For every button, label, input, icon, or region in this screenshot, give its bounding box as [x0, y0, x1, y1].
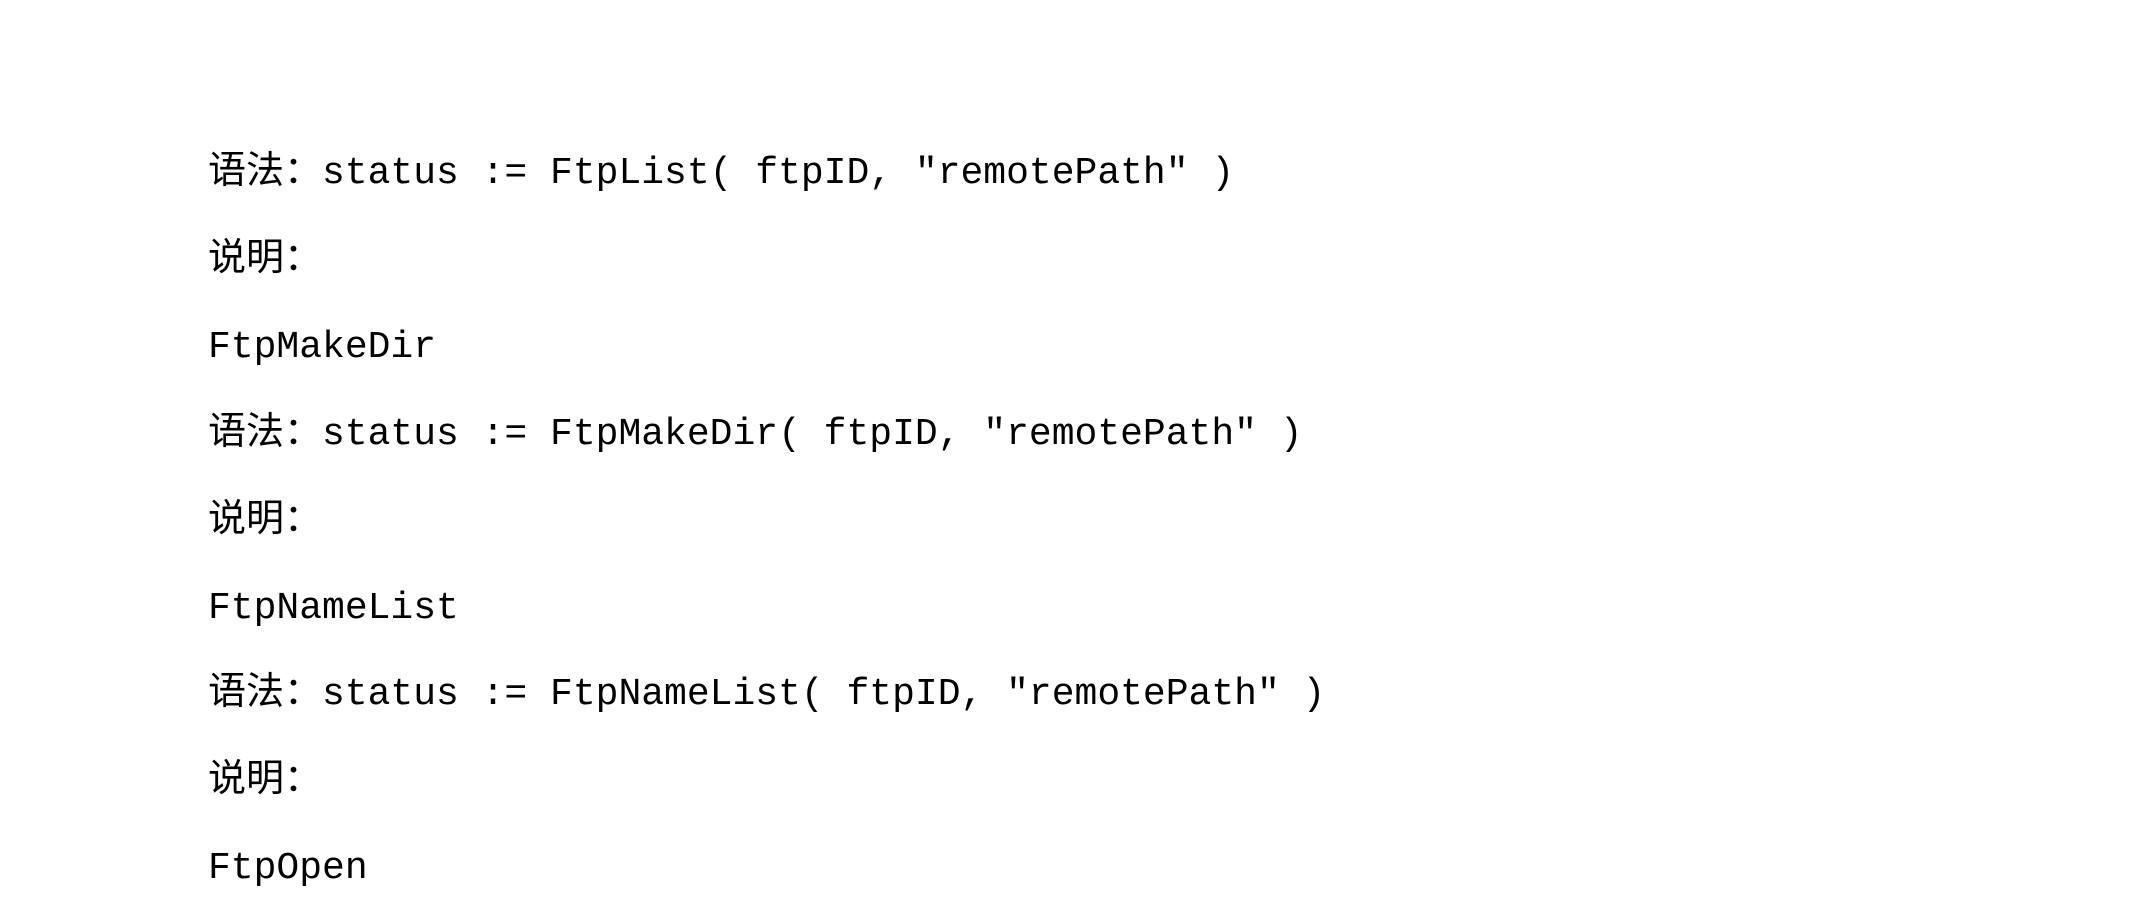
ftpnamelist-syntax-line: 语法：status := FtpNameList( ftpID, "remote…: [208, 673, 1326, 716]
ftplist-syntax-line: 语法：status := FtpList( ftpID, "remotePath…: [208, 152, 1235, 195]
ftplist-description-label: 说明：: [208, 239, 323, 282]
ftpmakedir-description-label: 说明：: [208, 500, 323, 543]
ftpnamelist-description-label: 说明：: [208, 760, 323, 803]
ftpmakedir-syntax-line: 语法：status := FtpMakeDir( ftpID, "remoteP…: [208, 413, 1303, 456]
ftpnamelist-heading: FtpNameList: [208, 587, 459, 630]
ftpmakedir-heading: FtpMakeDir: [208, 326, 437, 369]
ftpopen-heading: FtpOpen: [208, 847, 368, 890]
